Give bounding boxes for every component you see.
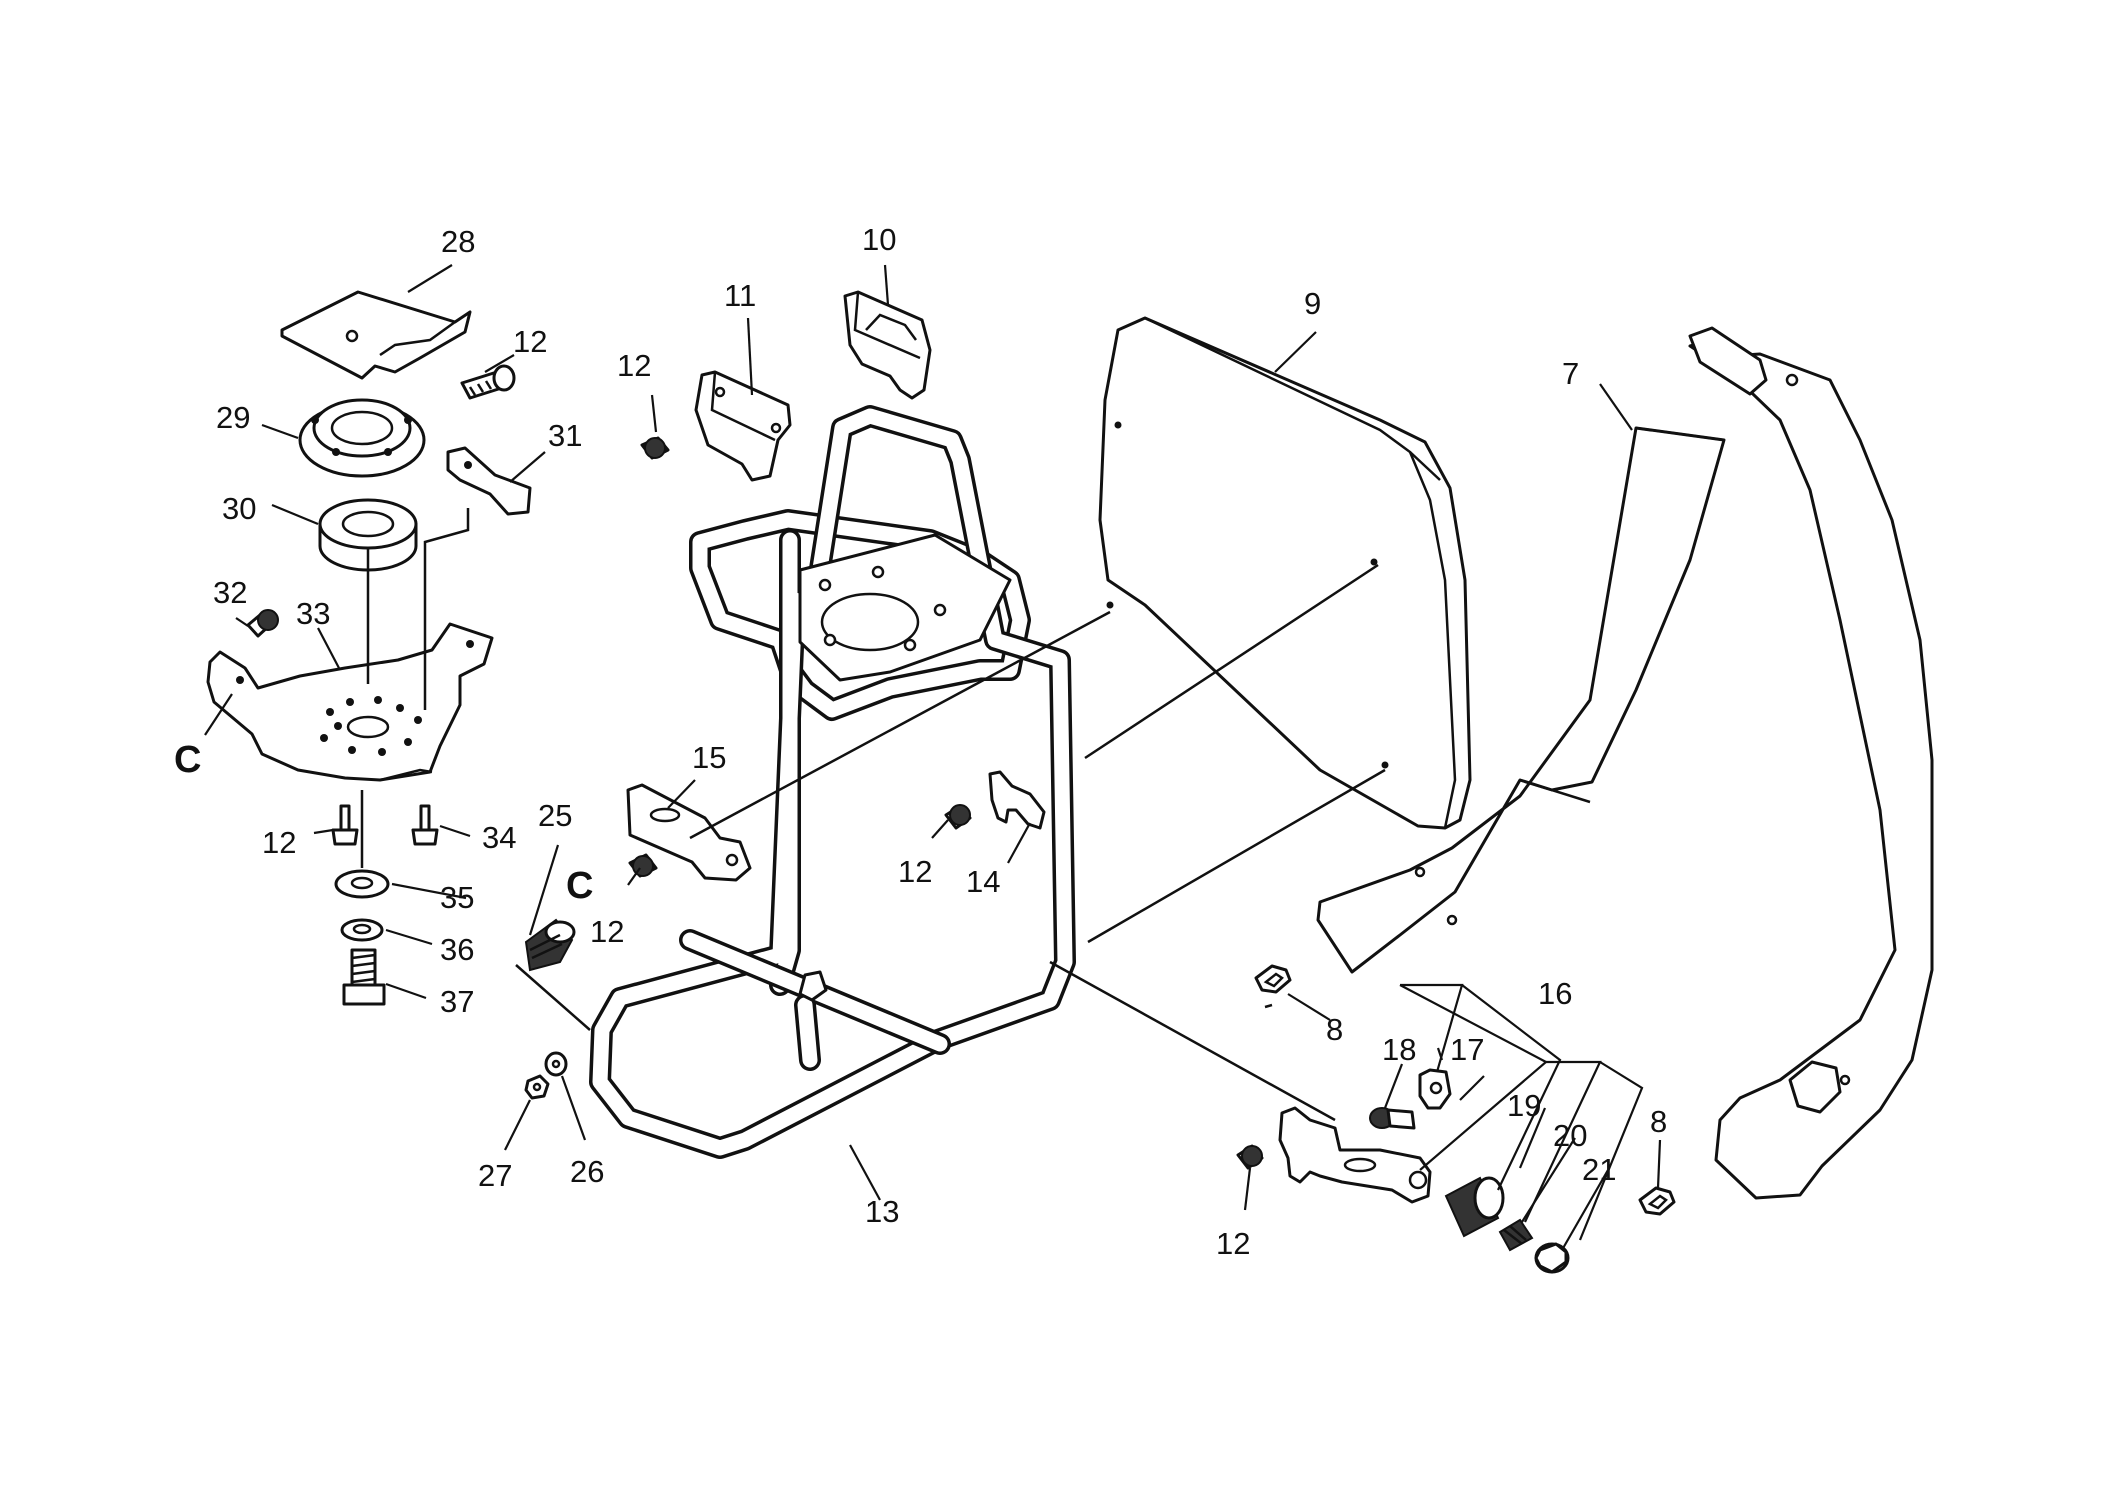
part-26-washer bbox=[544, 1051, 568, 1077]
label-12: 12 bbox=[262, 825, 296, 860]
label-17: 17 bbox=[1450, 1032, 1484, 1067]
part-29-bearing-housing bbox=[298, 398, 426, 478]
part-8-clip-right bbox=[1638, 1186, 1676, 1216]
part-number-labels: 28 12 29 31 30 32 33 C 12 34 35 36 37 25… bbox=[174, 222, 1667, 1261]
part-10-bracket bbox=[843, 290, 932, 400]
part-12-bolt-frame-top bbox=[640, 436, 670, 460]
part-36-lock-washer bbox=[340, 918, 384, 942]
part-31-clip bbox=[446, 446, 532, 516]
part-19-sleeve bbox=[1444, 1176, 1505, 1238]
part-12-bolt-frame-mid bbox=[628, 853, 658, 878]
label-33: 33 bbox=[296, 596, 330, 631]
label-9: 9 bbox=[1304, 286, 1321, 321]
part-28-cover-plate bbox=[280, 290, 472, 380]
part-35-washer bbox=[334, 869, 390, 899]
part-7-harness-strap bbox=[1316, 326, 1934, 1200]
label-12: 12 bbox=[898, 854, 932, 889]
label-7: 7 bbox=[1562, 356, 1579, 391]
part-14-clamp bbox=[988, 770, 1046, 830]
label-35: 35 bbox=[440, 880, 474, 915]
label-12: 12 bbox=[513, 324, 547, 359]
part-21-cap bbox=[1534, 1242, 1570, 1274]
label-29: 29 bbox=[216, 400, 250, 435]
part-18-knob bbox=[1369, 1107, 1416, 1130]
label-36: 36 bbox=[440, 932, 474, 967]
label-13: 13 bbox=[865, 1194, 899, 1229]
label-34: 34 bbox=[482, 820, 516, 855]
part-12-bolt-clamp bbox=[944, 804, 972, 830]
label-12: 12 bbox=[617, 348, 651, 383]
label-14: 14 bbox=[966, 864, 1000, 899]
part-17-clip bbox=[1418, 1068, 1452, 1110]
label-31: 31 bbox=[548, 418, 582, 453]
label-25: 25 bbox=[538, 798, 572, 833]
label-8: 8 bbox=[1650, 1104, 1667, 1139]
label-32: 32 bbox=[213, 575, 247, 610]
label-30: 30 bbox=[222, 491, 256, 526]
label-10: 10 bbox=[862, 222, 896, 257]
part-15-bracket bbox=[626, 783, 752, 882]
label-28: 28 bbox=[441, 224, 475, 259]
part-8-clip-left bbox=[1254, 964, 1292, 994]
label-C-center: C bbox=[566, 865, 593, 907]
label-11: 11 bbox=[724, 278, 756, 313]
label-18: 18 bbox=[1382, 1032, 1416, 1067]
label-20: 20 bbox=[1553, 1118, 1587, 1153]
label-8: 8 bbox=[1326, 1012, 1343, 1047]
part-12-screw-left bbox=[331, 804, 359, 846]
label-15: 15 bbox=[692, 740, 726, 775]
part-37-bolt bbox=[342, 948, 386, 1006]
part-12-bolt-latch bbox=[1236, 1144, 1264, 1170]
label-12: 12 bbox=[590, 914, 624, 949]
label-12: 12 bbox=[1216, 1226, 1250, 1261]
assembly-lines bbox=[360, 508, 1386, 1122]
part-20-spring bbox=[1498, 1218, 1534, 1252]
part-33-mounting-plate bbox=[206, 622, 494, 782]
part-30-bearing bbox=[318, 498, 418, 572]
part-16-latch-bracket bbox=[1278, 1106, 1432, 1204]
label-19: 19 bbox=[1507, 1088, 1541, 1123]
label-21: 21 bbox=[1582, 1152, 1616, 1187]
part-32-screw bbox=[246, 609, 279, 638]
part-25-bushing bbox=[524, 918, 576, 972]
part-11-bracket bbox=[694, 370, 792, 482]
label-37: 37 bbox=[440, 984, 474, 1019]
label-26: 26 bbox=[570, 1154, 604, 1189]
label-27: 27 bbox=[478, 1158, 512, 1193]
part-12-bolt-top bbox=[460, 364, 516, 400]
part-34-screw bbox=[411, 804, 439, 846]
leader-lines bbox=[204, 264, 1662, 1251]
part-9-back-pad bbox=[1098, 316, 1472, 830]
part-13-frame bbox=[589, 405, 1076, 1159]
label-C-left: C bbox=[174, 739, 201, 781]
label-16: 16 bbox=[1538, 976, 1572, 1011]
part-27-nut bbox=[524, 1074, 550, 1100]
